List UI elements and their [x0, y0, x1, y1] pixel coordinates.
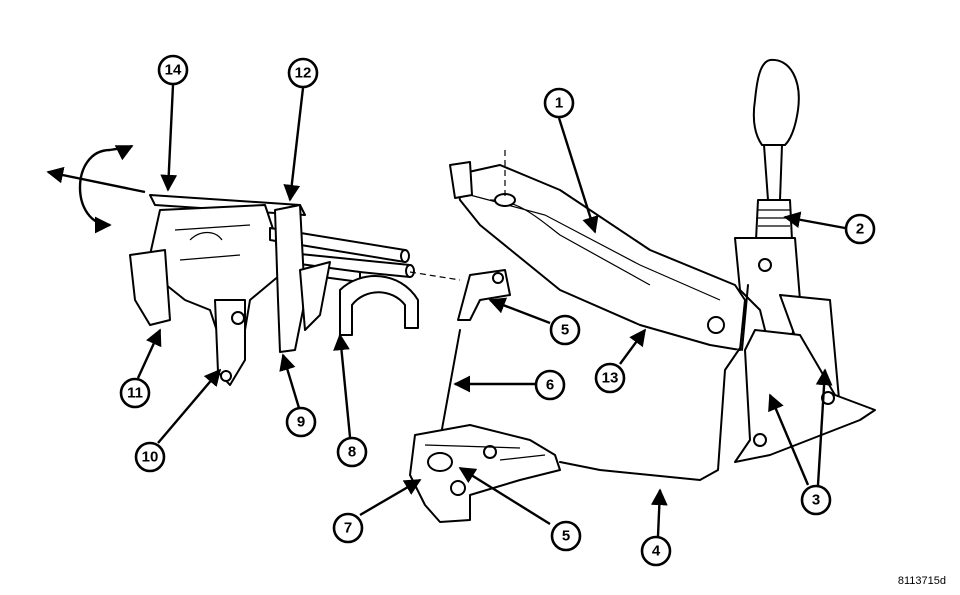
- callout-label: 13: [602, 370, 619, 387]
- callout-5-upper: 5: [549, 314, 581, 346]
- shifter-mount: [734, 329, 876, 463]
- cable-bracket: [409, 424, 561, 523]
- shift-cable: [559, 284, 749, 481]
- callout-8: 8: [336, 436, 368, 468]
- callout-2: 2: [844, 213, 876, 245]
- callout-13: 13: [594, 362, 626, 394]
- callout-label: 12: [295, 65, 312, 82]
- callout-label: 4: [652, 543, 661, 560]
- callout-label: 11: [127, 385, 143, 402]
- callout-4: 4: [640, 535, 672, 567]
- callout-label: 5: [562, 528, 570, 545]
- motion-indicator-arrows: [46, 144, 146, 234]
- shift-rod-6: [439, 269, 511, 441]
- callout-3: 3: [800, 484, 832, 516]
- shift-fork-9: [274, 204, 331, 353]
- figure-id: 8113715d: [897, 575, 946, 587]
- callout-10: 10: [134, 441, 166, 473]
- callout-label: 10: [142, 449, 159, 466]
- callout-label: 1: [555, 95, 563, 112]
- callout-11: 11: [119, 377, 151, 409]
- shift-rail-assembly: [129, 194, 306, 386]
- callout-14: 14: [157, 54, 189, 86]
- callout-7: 7: [332, 512, 364, 544]
- callout-label: 8: [348, 444, 356, 461]
- callout-5-lower: 5: [550, 520, 582, 552]
- callout-label: 14: [165, 62, 182, 79]
- callout-9: 9: [285, 406, 317, 438]
- shifter-housing: [449, 150, 746, 351]
- callout-label: 9: [297, 414, 305, 431]
- callout-label: 6: [546, 377, 554, 394]
- callout-6: 6: [534, 369, 566, 401]
- callout-1: 1: [543, 87, 575, 119]
- callout-label: 5: [561, 322, 569, 339]
- callout-label: 2: [856, 221, 864, 238]
- shift-fork-8: [339, 275, 419, 336]
- callout-12: 12: [287, 57, 319, 89]
- leader-lines: [136, 84, 846, 537]
- callout-label: 7: [344, 520, 352, 537]
- callout-label: 3: [812, 492, 820, 509]
